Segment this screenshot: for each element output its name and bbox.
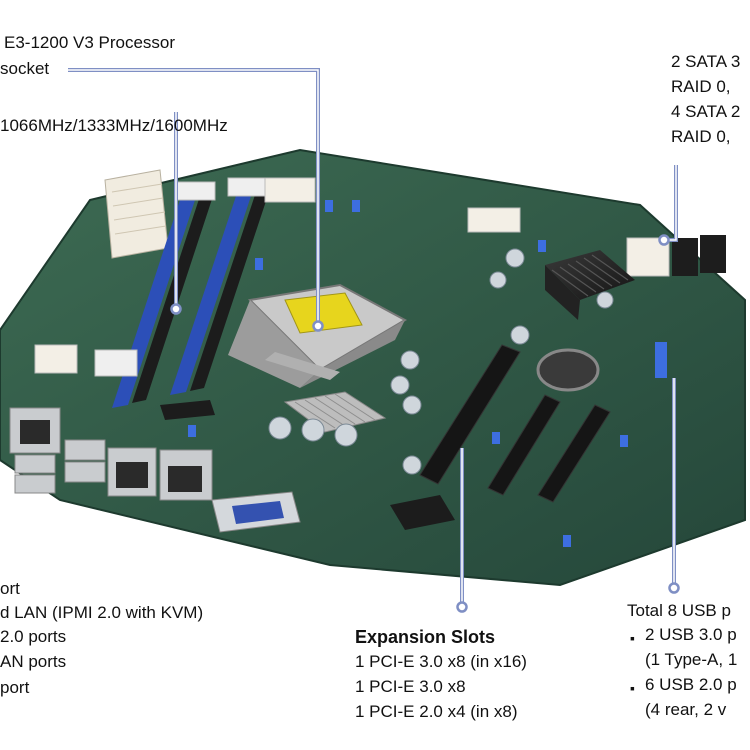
usb-callout-line1: Total 8 USB p (627, 601, 731, 620)
header-connector (467, 207, 521, 233)
io-callout-line1: ort (0, 579, 20, 598)
sata-connectors (672, 235, 726, 276)
usb-callout-item2b: (4 rear, 2 v (645, 700, 727, 719)
cmos-battery (536, 348, 600, 392)
leader-endpoints (170, 234, 680, 613)
chips (160, 400, 455, 530)
chipset-heatsink (545, 250, 635, 320)
io-panel (9, 407, 301, 533)
pcie-slots (419, 344, 611, 503)
expansion-slots-title: Expansion Slots (355, 627, 496, 647)
expansion-slot-item: 1 PCI-E 3.0 x8 (in x16) (355, 652, 527, 671)
usb3-header (655, 342, 667, 378)
io-callout-line2: d LAN (IPMI 2.0 with KVM) (0, 603, 204, 622)
usb-bullet-icon: ▪ (630, 680, 635, 696)
atx-power-connector (104, 169, 169, 259)
usb-callout-item1a: 2 USB 3.0 p (645, 625, 737, 644)
usb-bullet-icon: ▪ (630, 630, 635, 646)
io-callout-line5: port (0, 678, 30, 697)
sata-callout-line3: 4 SATA 2 (671, 102, 741, 121)
sata-callout-line4: RAID 0, (671, 127, 731, 146)
cpu-socket (228, 283, 408, 388)
io-callout-line3: 2.0 ports (0, 627, 67, 646)
sata-callout-line1: 2 SATA 3 (671, 52, 741, 71)
capacitors (268, 248, 614, 475)
memory-callout-line1: 1066MHz/1333MHz/1600MHz (0, 116, 228, 135)
vrm-heatsink (283, 391, 387, 433)
io-callout-line4: AN ports (0, 652, 67, 671)
usb-callout-item1b: (1 Type-A, 1 (645, 650, 738, 669)
header-connector (264, 177, 316, 203)
callout-leaders (68, 69, 677, 605)
cpu-callout-line1: E3-1200 V3 Processor (4, 33, 176, 52)
dimm-slots (94, 177, 272, 408)
header-connector (34, 344, 78, 374)
cpu-cover (284, 292, 363, 334)
expansion-slot-item: 1 PCI-E 3.0 x8 (355, 677, 466, 696)
cpu-callout-line2: socket (0, 59, 50, 78)
sata-callout-line2: RAID 0, (671, 77, 731, 96)
expansion-slot-item: 1 PCI-E 2.0 x4 (in x8) (355, 702, 518, 721)
jumpers (188, 200, 628, 547)
usb-callout-item2a: 6 USB 2.0 p (645, 675, 737, 694)
